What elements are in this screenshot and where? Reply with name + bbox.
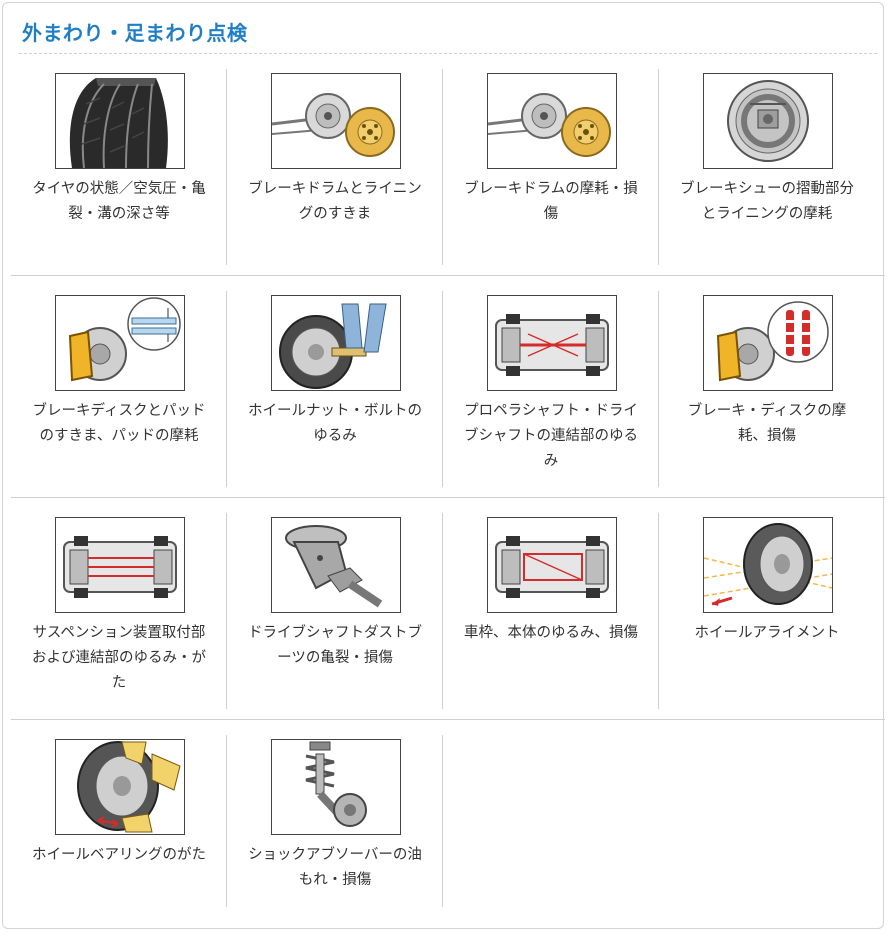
list-item[interactable]: タイヤの状態／空気圧・亀裂・溝の深さ等 xyxy=(11,69,227,265)
chassis-frame-icon xyxy=(487,517,617,613)
brake-disc-wear-icon xyxy=(703,295,833,391)
item-label: タイヤの状態／空気圧・亀裂・溝の深さ等 xyxy=(32,181,206,222)
brake-drum-clearance-icon xyxy=(271,73,401,169)
list-item[interactable]: ブレーキドラムの摩耗・損傷 xyxy=(443,69,659,265)
list-item[interactable]: ホイールベアリングのがた xyxy=(11,735,227,907)
dust-boot-icon xyxy=(271,517,401,613)
list-item[interactable]: ブレーキディスクとパッドのすきま、パッドの摩耗 xyxy=(11,291,227,487)
list-item[interactable]: プロペラシャフト・ドライブシャフトの連結部のゆるみ xyxy=(443,291,659,487)
item-label: ホイールナット・ボルトのゆるみ xyxy=(248,403,422,444)
grid-row-4: ホイールベアリングのがた ショックアブソーバーの油もれ・損傷 xyxy=(11,735,885,907)
grid-row-3: サスペンション装置取付部および連結部のゆるみ・がた ドライブシャフトダストブーツ… xyxy=(11,513,885,709)
list-item[interactable]: ホイールアライメント xyxy=(659,513,875,709)
section-title: 外まわり・足まわり点検 xyxy=(22,21,248,45)
grid-row-1: タイヤの状態／空気圧・亀裂・溝の深さ等 ブレーキドラムとライニングのすきま xyxy=(11,69,885,265)
item-label: ブレーキディスクとパッドのすきま、パッドの摩耗 xyxy=(32,403,206,444)
item-label: ブレーキシューの摺動部分とライニングの摩耗 xyxy=(680,181,854,222)
item-label: ホイールアライメント xyxy=(694,625,840,641)
list-item[interactable]: ホイールナット・ボルトのゆるみ xyxy=(227,291,443,487)
row-divider xyxy=(11,719,885,720)
item-label: ドライブシャフトダストブーツの亀裂・損傷 xyxy=(248,625,422,666)
item-label: ブレーキ・ディスクの摩耗、損傷 xyxy=(687,403,847,444)
wheel-bearing-icon xyxy=(55,739,185,835)
wheel-alignment-icon xyxy=(703,517,833,613)
chassis-suspension-icon xyxy=(55,517,185,613)
disc-pad-clearance-icon xyxy=(55,295,185,391)
list-item[interactable]: 車枠、本体のゆるみ、損傷 xyxy=(443,513,659,709)
row-divider xyxy=(11,275,885,276)
tire-tread-icon xyxy=(55,73,185,169)
item-label: サスペンション装置取付部および連結部のゆるみ・がた xyxy=(32,625,206,691)
item-label: ショックアブソーバーの油もれ・損傷 xyxy=(248,847,422,888)
row-divider xyxy=(11,497,885,498)
grid-row-2: ブレーキディスクとパッドのすきま、パッドの摩耗 ホイールナット・ボルトのゆるみ xyxy=(11,291,885,487)
list-item[interactable]: ブレーキ・ディスクの摩耗、損傷 xyxy=(659,291,875,487)
list-item[interactable]: ブレーキシューの摺動部分とライニングの摩耗 xyxy=(659,69,875,265)
item-label: ホイールベアリングのがた xyxy=(32,847,206,863)
list-item[interactable]: ショックアブソーバーの油もれ・損傷 xyxy=(227,735,443,907)
shock-absorber-icon xyxy=(271,739,401,835)
item-label: 車枠、本体のゆるみ、損傷 xyxy=(464,625,638,641)
chassis-propeller-shaft-icon xyxy=(487,295,617,391)
item-label: ブレーキドラムの摩耗・損傷 xyxy=(464,181,638,222)
wheel-nut-wrench-icon xyxy=(271,295,401,391)
list-item[interactable]: ブレーキドラムとライニングのすきま xyxy=(227,69,443,265)
list-item[interactable]: ドライブシャフトダストブーツの亀裂・損傷 xyxy=(227,513,443,709)
brake-shoe-icon xyxy=(703,73,833,169)
item-label: ブレーキドラムとライニングのすきま xyxy=(248,181,422,222)
list-item[interactable]: サスペンション装置取付部および連結部のゆるみ・がた xyxy=(11,513,227,709)
title-divider xyxy=(19,53,877,54)
brake-drum-wear-icon xyxy=(487,73,617,169)
item-label: プロペラシャフト・ドライブシャフトの連結部のゆるみ xyxy=(464,403,638,469)
